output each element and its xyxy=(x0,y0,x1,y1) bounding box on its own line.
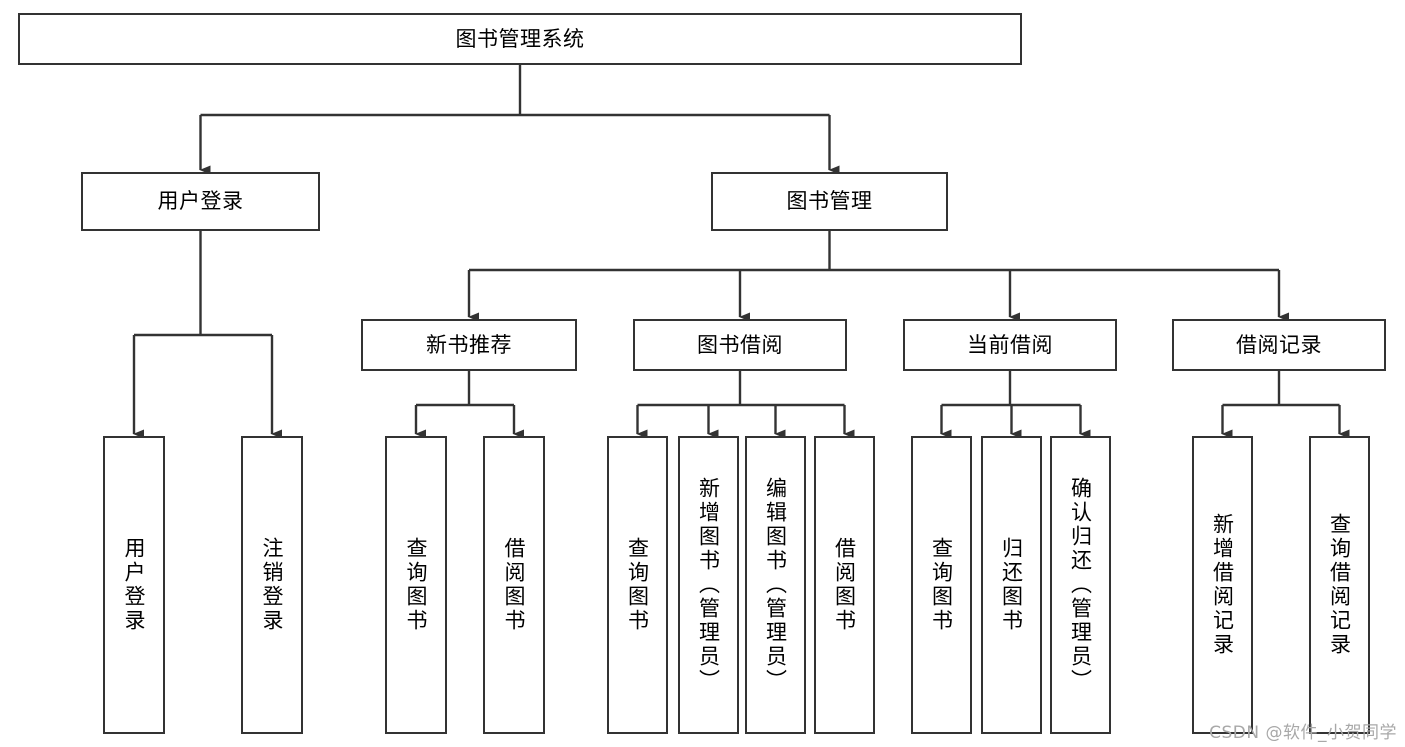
node-label-leaf-borrow-2: 借阅图书 xyxy=(832,537,857,633)
node-label-leaf-edit-book: 编辑图书（管理员） xyxy=(763,477,788,693)
node-label-new-book-rec: 新书推荐 xyxy=(426,332,512,357)
node-label-book-borrow: 图书借阅 xyxy=(697,332,783,357)
node-leaf-query-1[interactable]: 查询图书 xyxy=(385,436,447,734)
node-label-book-manage: 图书管理 xyxy=(786,189,873,214)
node-label-root: 图书管理系统 xyxy=(455,26,585,51)
node-label-leaf-query-1: 查询图书 xyxy=(404,537,429,633)
node-label-leaf-confirm: 确认归还（管理员） xyxy=(1068,477,1093,693)
node-leaf-borrow-1[interactable]: 借阅图书 xyxy=(483,436,545,734)
node-leaf-logout[interactable]: 注销登录 xyxy=(241,436,303,734)
node-label-leaf-return: 归还图书 xyxy=(999,537,1024,633)
node-book-manage[interactable]: 图书管理 xyxy=(711,172,948,231)
node-leaf-confirm[interactable]: 确认归还（管理员） xyxy=(1050,436,1111,734)
node-borrow-record[interactable]: 借阅记录 xyxy=(1172,319,1386,371)
node-label-leaf-borrow-1: 借阅图书 xyxy=(502,537,527,633)
node-label-borrow-record: 借阅记录 xyxy=(1236,332,1322,357)
node-leaf-query-3[interactable]: 查询图书 xyxy=(911,436,972,734)
node-current-borrow[interactable]: 当前借阅 xyxy=(903,319,1117,371)
node-label-leaf-logout: 注销登录 xyxy=(260,537,285,633)
node-leaf-query-rec[interactable]: 查询借阅记录 xyxy=(1309,436,1370,734)
node-label-leaf-add-book: 新增图书（管理员） xyxy=(696,477,721,693)
node-label-user-login: 用户登录 xyxy=(157,189,244,214)
node-user-login[interactable]: 用户登录 xyxy=(81,172,320,231)
node-new-book-rec[interactable]: 新书推荐 xyxy=(361,319,577,371)
node-label-leaf-query-2: 查询图书 xyxy=(625,537,650,633)
node-leaf-return[interactable]: 归还图书 xyxy=(981,436,1042,734)
node-leaf-edit-book[interactable]: 编辑图书（管理员） xyxy=(745,436,806,734)
node-label-leaf-login: 用户登录 xyxy=(122,537,147,633)
node-root[interactable]: 图书管理系统 xyxy=(18,13,1022,65)
node-leaf-add-rec[interactable]: 新增借阅记录 xyxy=(1192,436,1253,734)
node-label-leaf-query-3: 查询图书 xyxy=(929,537,954,633)
node-label-leaf-query-rec: 查询借阅记录 xyxy=(1327,513,1352,657)
node-leaf-borrow-2[interactable]: 借阅图书 xyxy=(814,436,875,734)
node-label-current-borrow: 当前借阅 xyxy=(967,332,1053,357)
node-leaf-query-2[interactable]: 查询图书 xyxy=(607,436,668,734)
node-book-borrow[interactable]: 图书借阅 xyxy=(633,319,847,371)
node-leaf-login[interactable]: 用户登录 xyxy=(103,436,165,734)
node-label-leaf-add-rec: 新增借阅记录 xyxy=(1210,513,1235,657)
node-leaf-add-book[interactable]: 新增图书（管理员） xyxy=(678,436,739,734)
